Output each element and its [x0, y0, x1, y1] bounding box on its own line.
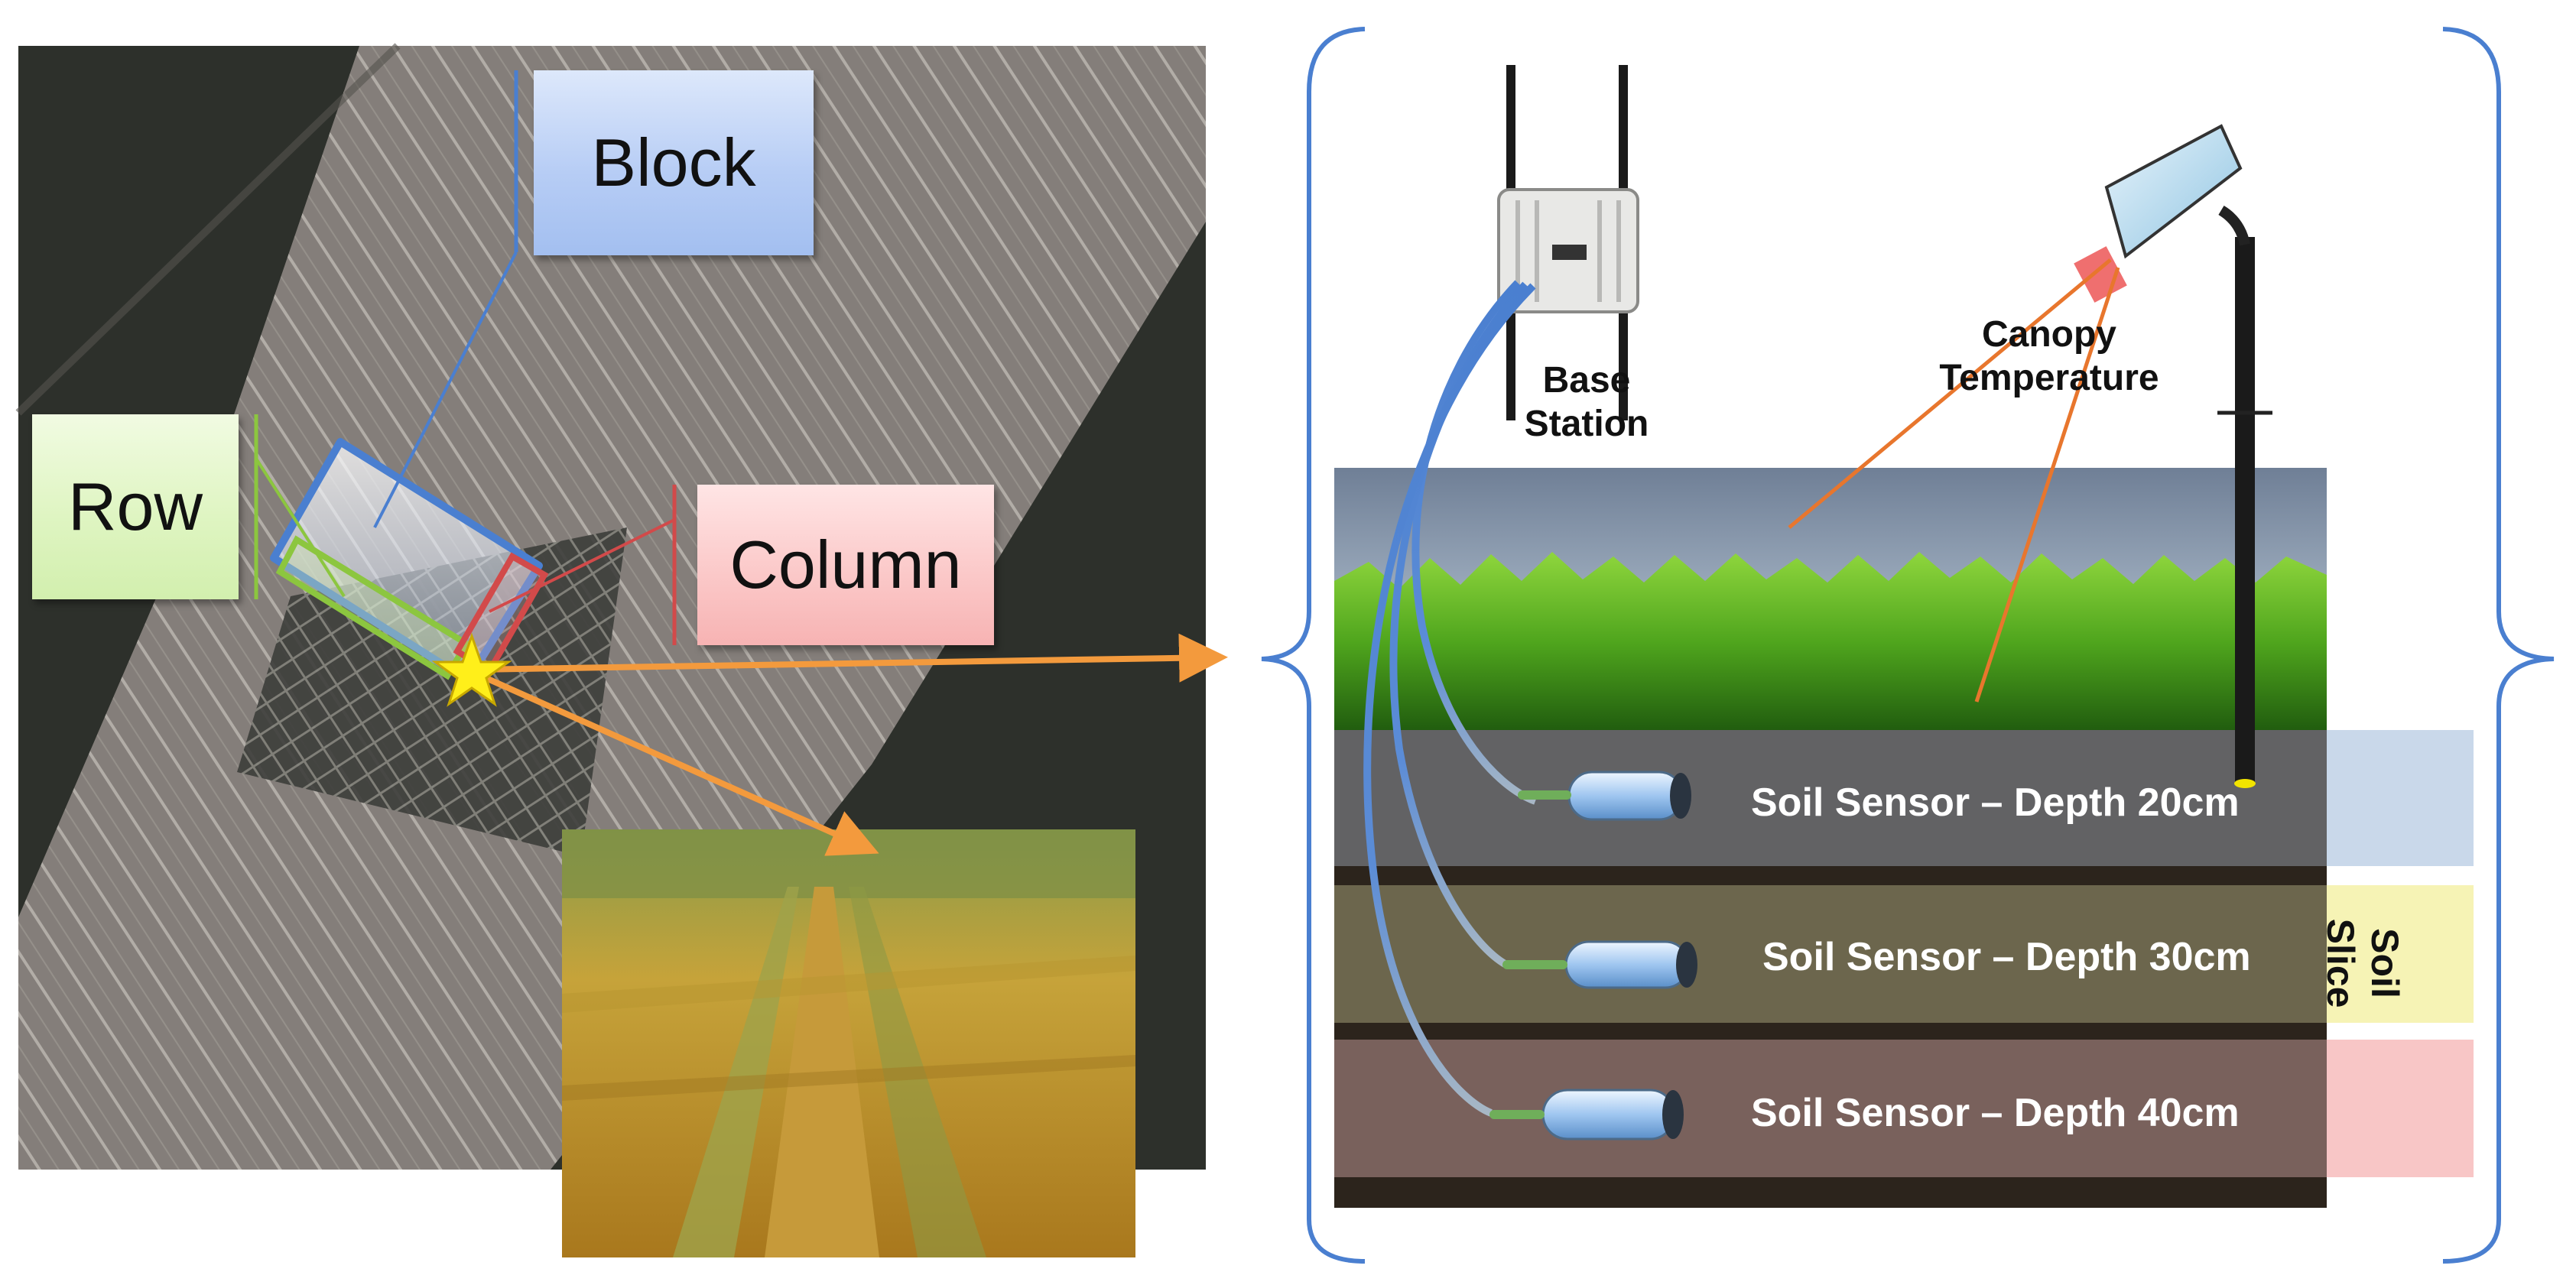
sensor-cables	[1363, 280, 1537, 1117]
soil-sensor-30cm-label: Soil Sensor – Depth 30cm	[1762, 935, 2251, 979]
canopy-leader-line	[1788, 258, 2112, 529]
soil-sensor-20cm-label: Soil Sensor – Depth 20cm	[1751, 780, 2240, 825]
base-station-label: Base Station	[1524, 360, 1649, 444]
soil-moisture-sensor-icon	[1518, 771, 1691, 821]
field-scene	[1334, 468, 2327, 1208]
column-label: Column	[697, 485, 994, 645]
soil-moisture-sensor-icon	[1502, 940, 1697, 989]
arrow-to-photo	[473, 670, 879, 856]
wireless-base-station-icon	[1497, 65, 1639, 420]
soil-sensor-40cm-label: Soil Sensor – Depth 40cm	[1751, 1091, 2240, 1135]
crop-photo	[562, 829, 1135, 1257]
star-icon	[431, 632, 512, 707]
soil-layer-30cm	[1334, 885, 2474, 1023]
right-brace	[2442, 27, 2555, 1264]
left-brace	[1261, 27, 1366, 1264]
soil-moisture-sensor-icon	[1489, 1089, 1684, 1141]
infrared-canopy-sensor-icon	[2074, 124, 2272, 788]
block-label: Block	[534, 70, 814, 255]
canopy-temperature-label: Canopy Temperature	[1939, 314, 2159, 398]
soil-layer-40cm	[1334, 1040, 2474, 1177]
row-label: Row	[32, 414, 239, 599]
row-region	[275, 535, 471, 680]
arrow-to-sensors	[473, 633, 1228, 683]
soil-slice-label: Soil Slice	[2319, 918, 2406, 1008]
